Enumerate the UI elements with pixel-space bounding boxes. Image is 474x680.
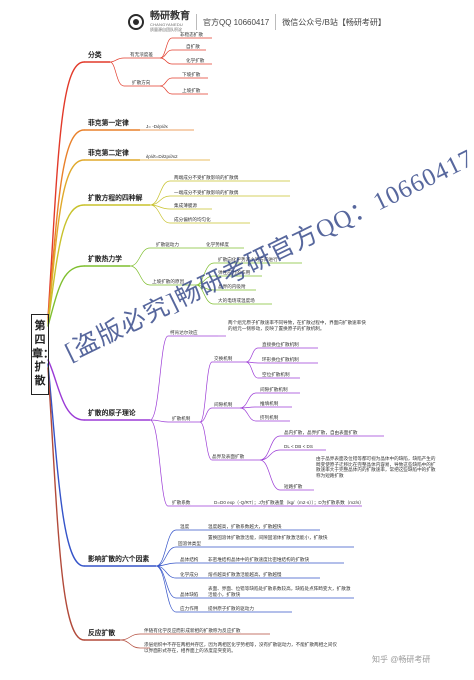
atomic-kirkendall-desc: 两个组元原子扩散速率不同导致，在扩散过程中，界面向扩散速率快的组元一侧移动，反映…: [228, 320, 366, 331]
fenlei-nonsteady: 非稳态扩散: [180, 32, 203, 37]
category-factors: 影响扩散的六个因素: [88, 556, 150, 563]
reaction-definition: 伴随有化学反应而形成新相的扩散称为反应扩散: [144, 628, 241, 633]
branch-reaction: [47, 367, 85, 641]
factor-defect: 晶体缺陷: [180, 592, 199, 597]
branch-factors: [47, 363, 85, 567]
category-reaction: 反应扩散: [88, 630, 116, 637]
branch-atomic: [47, 359, 85, 421]
category-equations: 扩散方程的四种解: [88, 195, 143, 202]
fenlei-downhill: 下坡扩散: [182, 72, 201, 77]
atomic-coefficient: 扩散系数: [172, 500, 191, 505]
reaction-note: 渗层组织中不存在两相共存区，因为两相区化学势相等，没有扩散驱动力，不能扩散两相之…: [144, 642, 337, 653]
thermo-driving-force: 扩散驱动力: [156, 242, 179, 247]
factor-solid-solution: 固溶体类型: [178, 541, 201, 546]
brand-name-en: CHANGYANEDU: [150, 22, 184, 27]
brand-tagline: 质量源自团队积淀: [150, 27, 182, 32]
header-wechat: 微信公众号/B站【畅研考研】: [282, 17, 386, 27]
thermo-reason-2: 弹性应力的作用: [218, 270, 251, 275]
header-divider: [196, 14, 197, 30]
atomic-surface-order: DL < DB < DS: [284, 444, 313, 449]
factor-crystal-desc: 非密堆结构晶体中的扩散速度比密堆结构的扩散快: [208, 557, 310, 562]
atomic-coefficient-desc: D=D0 exp（-Q/RT）；J为扩散通量（kg/（m2·s））；D为扩散系数…: [214, 500, 364, 505]
atomic-surface-types: 晶内扩散，晶界扩散，自由表面扩散: [284, 430, 358, 435]
brand-block: 畅研教育 CHANGYANEDU 质量源自团队积淀: [150, 12, 190, 32]
fenlei-chemical: 化学扩散: [186, 58, 205, 63]
fenlei-group-direction: 扩散方向: [132, 80, 151, 85]
atomic-vacancy: 空位扩散机制: [262, 372, 290, 377]
atomic-short-circuit-desc: 由于晶界表面及位错等都可视为晶体中的缺陷，缺陷产生的畸变使原子迁移比在完整晶体内…: [316, 456, 436, 478]
thermo-reason-4: 大的电场或温度场: [218, 298, 255, 303]
equation-solution-c: 集成薄膜源: [174, 203, 197, 208]
thermo-reason-3: 晶界的内吸附: [218, 284, 246, 289]
branch-thermo: [47, 265, 85, 327]
atomic-kirkendall: 柯肯达尔效应: [170, 330, 198, 335]
atomic-interstitial-mech: 间隙扩散机制: [260, 387, 288, 392]
branch-equations: [47, 204, 85, 325]
equation-solution-d: 成分偏析的均匀化: [174, 217, 211, 222]
thermo-chemical-potential: 化学势梯度: [206, 242, 229, 247]
brand-logo-icon: [128, 14, 144, 30]
atomic-interstitial: 间隙机制: [214, 402, 233, 407]
factor-stress: 应力作用: [180, 606, 199, 611]
equation-solution-a: 两端成分不受扩散影响的扩散偶: [174, 175, 239, 180]
category-thermo: 扩散热力学: [88, 256, 122, 263]
atomic-crowdion: 挤列机制: [260, 415, 279, 420]
factor-crystal: 晶体结构: [180, 557, 199, 562]
atomic-ring-exchange: 环形换位扩散机制: [262, 357, 299, 362]
source-credit: 知乎 @畅研考研: [372, 655, 431, 664]
fenlei-uphill: 上坡扩散: [182, 88, 201, 93]
atomic-interchange: 交换机制: [214, 356, 233, 361]
header-qq: 官方QQ 10660417: [203, 17, 270, 27]
root-topic: 第四章：扩散: [31, 314, 54, 395]
factor-composition: 化学成分: [180, 572, 199, 577]
factor-temperature-desc: 温度越高，扩散系数越大，扩散越快: [208, 524, 282, 529]
thermo-uphill-reason: 上坡扩散的原因: [152, 279, 185, 284]
category-fenlei: 分类: [88, 52, 102, 59]
factor-composition-desc: 熔点越高扩散激活能越高，扩散越慢: [208, 572, 282, 577]
factor-stress-desc: 提供原子扩散的驱动力: [208, 606, 254, 611]
atomic-short-circuit: 短路扩散: [284, 484, 303, 489]
branch-fick1: [47, 129, 85, 321]
atomic-direct-exchange: 直接换位扩散机制: [262, 342, 299, 347]
category-fick2: 菲克第二定律: [88, 150, 129, 157]
fick1-formula: J= -D∂ρ/∂x: [146, 124, 168, 129]
header-bar: 畅研教育 CHANGYANEDU 质量源自团队积淀 官方QQ 10660417 …: [128, 10, 386, 34]
thermo-reason-1: 扩散向化学势减小的方向进行: [218, 257, 278, 262]
header-divider: [275, 14, 277, 30]
atomic-interstitialcy: 推填机制: [260, 401, 279, 406]
fick2-formula: ∂ρ/∂t=D∂2ρ/∂x2: [146, 154, 178, 159]
atomic-grain-surface: 晶界及表面扩散: [212, 454, 245, 459]
category-fick1: 菲克第一定律: [88, 120, 129, 127]
fenlei-self: 自扩散: [186, 44, 200, 49]
category-atomic: 扩散的原子理论: [88, 410, 136, 417]
factor-temperature: 温度: [180, 524, 190, 529]
equation-solution-b: 一端成分不受扩散影响的扩散偶: [174, 190, 239, 195]
fenlei-group-concentration: 有无浓度差: [130, 52, 153, 57]
branch-fick2: [47, 159, 85, 323]
atomic-mechanism: 扩散机制: [172, 416, 191, 421]
factor-solid-solution-desc: 置换固溶体扩散激活能，间隙固溶体扩散激活能小，扩散快: [208, 535, 328, 540]
branch-fenlei: [47, 61, 85, 319]
factor-defect-desc: 表面、界面、位错等缺陷处扩散系数较高，缺陷处点阵畸变大，扩散激活能小，扩散快: [208, 586, 351, 597]
brand-name: 畅研教育: [150, 11, 190, 22]
